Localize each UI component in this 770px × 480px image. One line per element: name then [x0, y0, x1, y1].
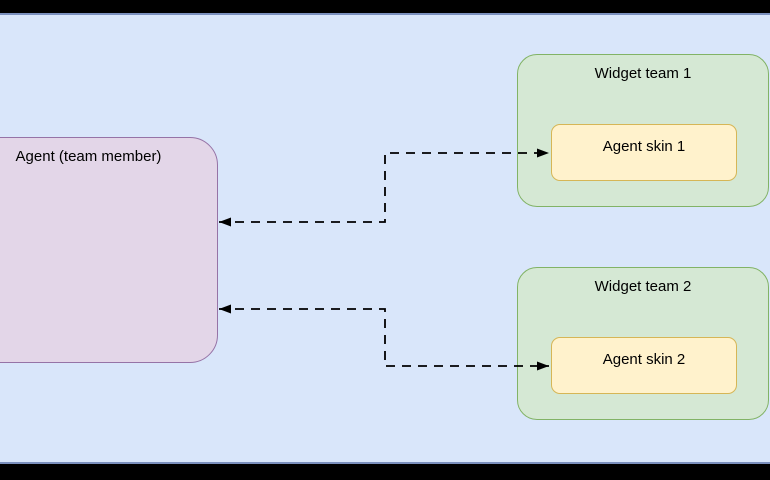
node-agent-skin-2: Agent skin 2 — [551, 337, 737, 394]
connector-agent-skin1 — [219, 148, 549, 227]
node-agent-skin-1-label: Agent skin 1 — [602, 138, 686, 155]
connector-agent-skin2 — [219, 304, 549, 371]
node-widget-team-2: Widget team 2 Agent skin 2 — [517, 267, 769, 420]
node-agent-label: Agent (team member) — [15, 148, 162, 165]
node-agent-skin-1: Agent skin 1 — [551, 124, 737, 181]
node-widget-team-2-label: Widget team 2 — [594, 278, 692, 295]
node-widget-team-1-label: Widget team 1 — [594, 65, 692, 82]
diagram-canvas: Agent (team member) Widget team 1 Agent … — [0, 13, 770, 464]
node-widget-team-1: Widget team 1 Agent skin 1 — [517, 54, 769, 207]
node-agent-skin-2-label: Agent skin 2 — [602, 351, 686, 368]
node-agent-team-member: Agent (team member) — [0, 137, 218, 363]
